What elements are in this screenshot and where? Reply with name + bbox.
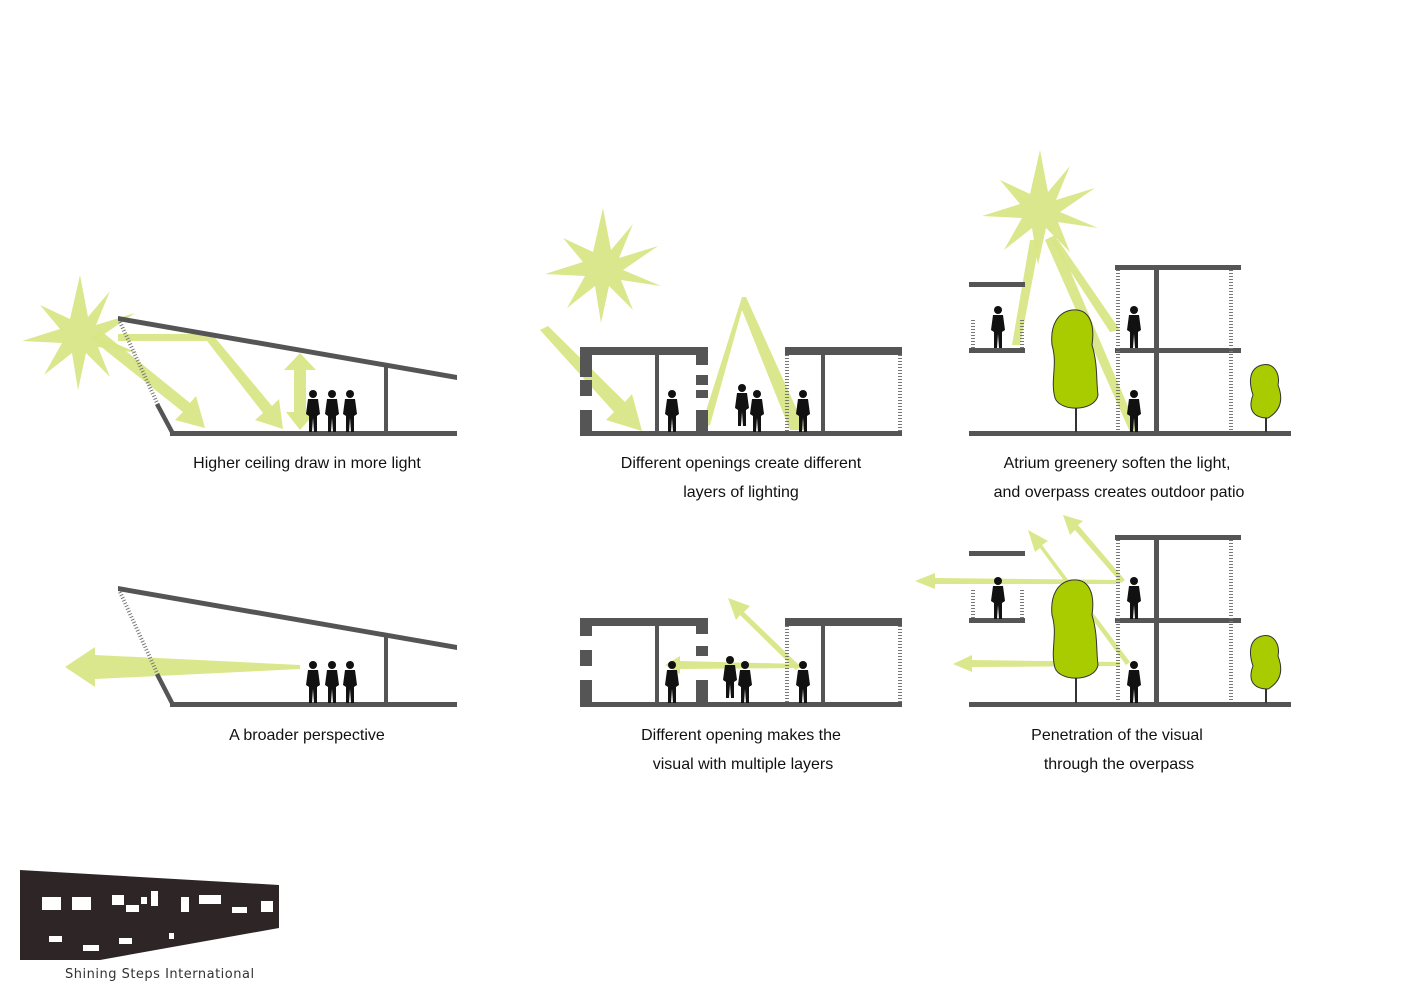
people bbox=[306, 390, 357, 432]
light-ray bbox=[284, 353, 316, 430]
logo-mark bbox=[20, 870, 279, 960]
tree bbox=[1249, 364, 1282, 419]
light-ray bbox=[1012, 240, 1040, 345]
sun-icon bbox=[982, 150, 1098, 265]
light-ray bbox=[118, 334, 283, 429]
caption: Atrium greenery soften the light, bbox=[1004, 455, 1231, 472]
column bbox=[384, 365, 388, 433]
panel-broader-perspective: A broader perspective bbox=[65, 586, 457, 744]
tree bbox=[1051, 309, 1099, 409]
caption: Penetration of the visual bbox=[1031, 727, 1203, 744]
panel-higher-ceiling: Higher ceiling draw in more light bbox=[22, 275, 457, 472]
caption: layers of lighting bbox=[683, 484, 799, 501]
glazing bbox=[118, 321, 160, 406]
caption: through the overpass bbox=[1044, 756, 1194, 773]
sun-icon bbox=[545, 208, 661, 323]
panel-multiple-layers: Different opening makes the visual with … bbox=[580, 598, 902, 773]
panel-penetration: Penetration of the visual through the ov… bbox=[915, 515, 1291, 773]
panel-different-openings: Different openings create different laye… bbox=[540, 208, 902, 501]
caption: visual with multiple layers bbox=[653, 756, 834, 773]
sun-icon bbox=[22, 275, 138, 390]
caption: and overpass creates outdoor patio bbox=[994, 484, 1245, 501]
tree bbox=[1249, 635, 1282, 690]
view-arrow bbox=[953, 655, 1120, 672]
view-arrow bbox=[915, 573, 1120, 589]
tree bbox=[1051, 579, 1099, 679]
caption: A broader perspective bbox=[229, 727, 385, 744]
panel-atrium-greenery: Atrium greenery soften the light, and ov… bbox=[969, 150, 1291, 501]
view-arrow bbox=[1063, 515, 1125, 583]
floor bbox=[580, 431, 902, 436]
wall bbox=[155, 403, 174, 433]
caption: Different openings create different bbox=[621, 455, 862, 472]
caption: Higher ceiling draw in more light bbox=[193, 455, 421, 472]
light-ray bbox=[700, 297, 806, 430]
roof bbox=[118, 316, 457, 380]
light-ray bbox=[1050, 240, 1120, 332]
view-arrow bbox=[728, 598, 800, 670]
light-ray bbox=[540, 326, 642, 431]
logo: Shining Steps International bbox=[20, 870, 279, 982]
logo-text: Shining Steps International bbox=[65, 967, 255, 982]
view-arrow bbox=[65, 647, 300, 687]
floor bbox=[170, 431, 457, 436]
people bbox=[306, 661, 357, 703]
caption: Different opening makes the bbox=[641, 727, 841, 744]
